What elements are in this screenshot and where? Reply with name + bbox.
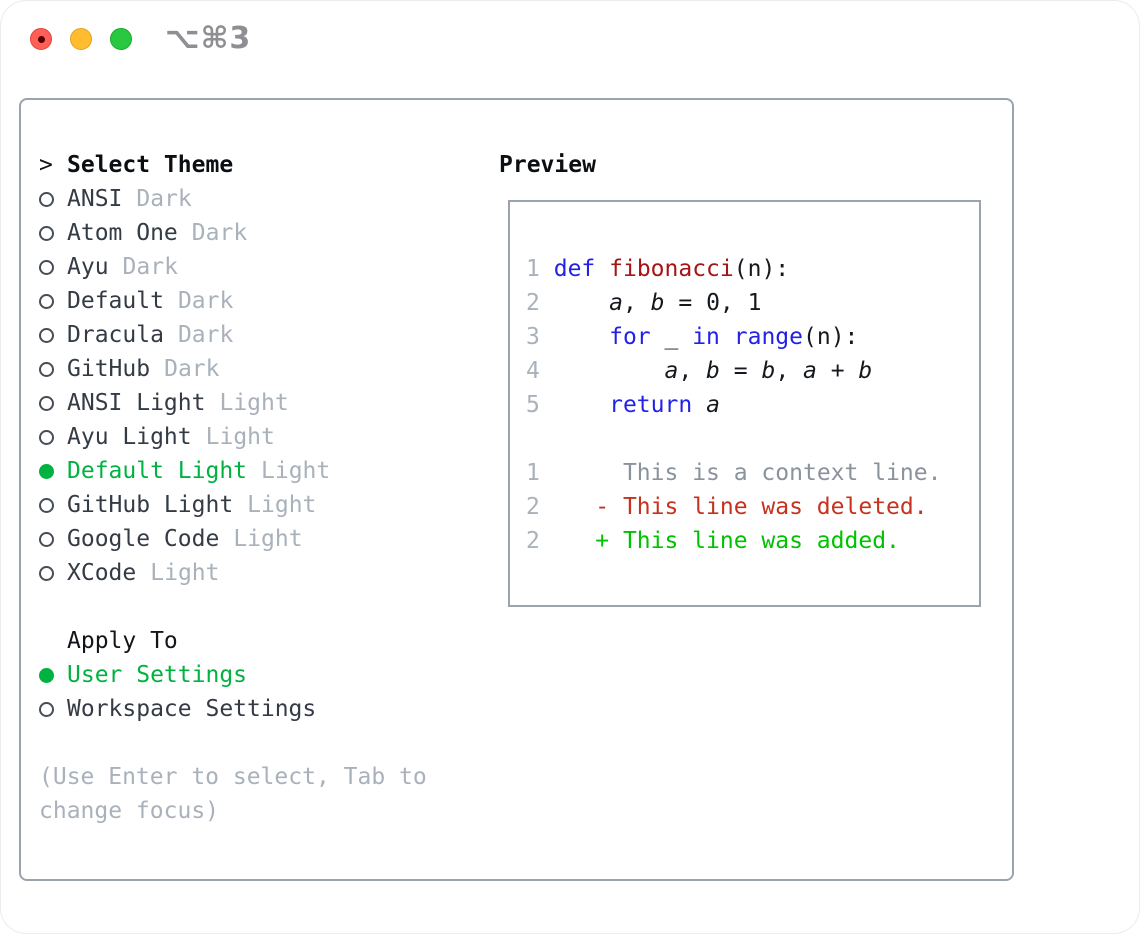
divider — [39, 726, 479, 760]
radio-selected-icon — [39, 463, 67, 479]
radio-icon — [39, 191, 67, 207]
close-button[interactable] — [30, 28, 52, 50]
theme-option[interactable]: Default Dark — [39, 284, 479, 318]
theme-variant: Light — [261, 458, 331, 484]
theme-name: Ayu Light — [67, 424, 192, 450]
code-line: 5 return a — [526, 392, 720, 418]
radio-icon — [39, 429, 67, 445]
help-text: (Use Enter to select, Tab to change focu… — [39, 764, 427, 824]
theme-option[interactable]: Default Light Light — [39, 454, 479, 488]
theme-option[interactable]: ANSI Light Light — [39, 386, 479, 420]
radio-icon — [39, 395, 67, 411]
apply-to-option[interactable]: User Settings — [39, 658, 479, 692]
theme-variant: Light — [150, 560, 220, 586]
radio-icon — [39, 327, 67, 343]
theme-name: ANSI Light — [67, 390, 206, 416]
theme-name: GitHub Light — [67, 492, 234, 518]
code-line: 4 a, b = b, a + b — [526, 358, 873, 384]
apply-to-option[interactable]: Workspace Settings — [39, 692, 479, 726]
code-line — [526, 422, 969, 456]
code-line: 2 + This line was added. — [526, 528, 900, 554]
theme-variant: Light — [219, 390, 289, 416]
titlebar: ⌥⌘3 — [1, 1, 1139, 77]
theme-variant: Dark — [164, 356, 220, 382]
radio-icon — [39, 225, 67, 241]
code-line: 2 a, b = 0, 1 — [526, 290, 762, 316]
apply-to-title: Apply To — [67, 628, 178, 654]
radio-icon — [39, 701, 67, 717]
theme-name: Ayu — [67, 254, 109, 280]
theme-option[interactable]: Google Code Light — [39, 522, 479, 556]
window-shortcut-label: ⌥⌘3 — [165, 21, 252, 56]
theme-option[interactable]: Atom One Dark — [39, 216, 479, 250]
radio-icon — [39, 259, 67, 275]
apply-to-label: User Settings — [67, 662, 248, 688]
theme-variant: Light — [205, 424, 275, 450]
radio-icon — [39, 565, 67, 581]
radio-icon — [39, 293, 67, 309]
theme-option[interactable]: Ayu Light Light — [39, 420, 479, 454]
theme-name: XCode — [67, 560, 137, 586]
preview-box: 1 def fibonacci(n): 2 a, b = 0, 1 3 for _ … — [508, 200, 981, 607]
theme-name: Atom One — [67, 220, 178, 246]
code-line: 3 for _ in range(n): — [526, 324, 859, 350]
theme-list-header: > Select Theme — [39, 148, 479, 182]
apply-to-header: Apply To — [39, 624, 479, 658]
theme-name: Default — [67, 288, 164, 314]
theme-option[interactable]: Dracula Dark — [39, 318, 479, 352]
code-line: 1 This is a context line. — [526, 460, 942, 486]
code-line: 2 - This line was deleted. — [526, 494, 928, 520]
preview-header: Preview — [499, 148, 596, 182]
theme-name: ANSI — [67, 186, 123, 212]
theme-variant: Dark — [136, 186, 192, 212]
theme-option[interactable]: ANSI Dark — [39, 182, 479, 216]
theme-option[interactable]: GitHub Dark — [39, 352, 479, 386]
preview-title: Preview — [499, 152, 596, 178]
theme-name: Dracula — [67, 322, 164, 348]
theme-variant: Dark — [191, 220, 248, 246]
theme-name: Default Light — [67, 458, 248, 484]
theme-name: GitHub — [67, 356, 151, 382]
theme-variant: Dark — [177, 322, 234, 348]
theme-option[interactable]: Ayu Dark — [39, 250, 479, 284]
theme-option[interactable]: GitHub Light Light — [39, 488, 479, 522]
radio-selected-icon — [39, 667, 67, 683]
code-line: 1 def fibonacci(n): — [526, 256, 790, 282]
divider — [39, 590, 479, 624]
radio-icon — [39, 531, 67, 547]
radio-icon — [39, 497, 67, 513]
theme-option[interactable]: XCode Light — [39, 556, 479, 590]
minimize-button[interactable] — [70, 28, 92, 50]
apply-to-label: Workspace Settings — [67, 696, 317, 722]
cursor-icon: > — [39, 152, 53, 178]
theme-variant: Light — [233, 526, 303, 552]
theme-list-title: Select Theme — [67, 152, 234, 178]
zoom-button[interactable] — [110, 28, 132, 50]
theme-name: Google Code — [67, 526, 220, 552]
theme-variant: Dark — [122, 254, 178, 280]
theme-variant: Light — [247, 492, 317, 518]
theme-variant: Dark — [177, 288, 234, 314]
radio-icon — [39, 361, 67, 377]
